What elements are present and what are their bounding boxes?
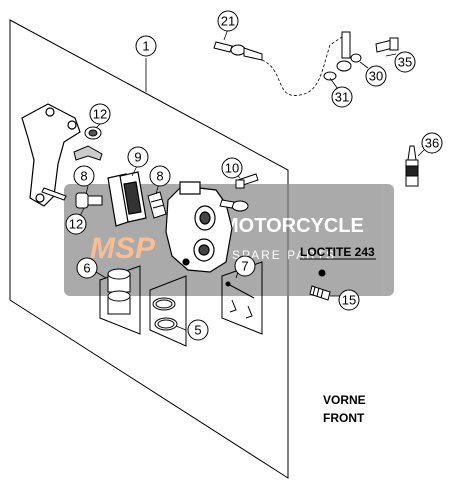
seal-kit bbox=[149, 275, 187, 347]
loctite-bottle bbox=[405, 145, 419, 187]
callout-9: 9 bbox=[127, 146, 149, 168]
svg-text:21: 21 bbox=[221, 14, 235, 29]
callout-10: 10 bbox=[221, 157, 243, 179]
brake-line-dashed bbox=[261, 34, 346, 96]
callout-36: 36 bbox=[421, 132, 443, 154]
banjo-bolt-35 bbox=[375, 37, 399, 53]
callout-12-bottom: 12 bbox=[65, 213, 87, 235]
pad-spring-clip bbox=[73, 145, 103, 161]
caliper-body bbox=[165, 181, 233, 273]
front-label-en: FRONT bbox=[323, 411, 365, 425]
svg-text:7: 7 bbox=[241, 259, 248, 274]
bleed-valve bbox=[235, 173, 259, 189]
front-label-de: VORNE bbox=[323, 393, 366, 407]
loctite-label: LOCTITE 243 bbox=[300, 245, 375, 259]
watermark-logo: MSP bbox=[90, 232, 156, 265]
svg-text:12: 12 bbox=[69, 217, 83, 232]
guide-pin bbox=[75, 192, 103, 209]
watermark-main: MOTORCYCLE bbox=[222, 215, 364, 237]
callout-8-right: 8 bbox=[149, 165, 171, 187]
svg-text:10: 10 bbox=[225, 161, 239, 176]
mounting-bolt bbox=[309, 269, 331, 301]
callout-35: 35 bbox=[394, 51, 416, 73]
callout-7: 7 bbox=[234, 255, 256, 277]
svg-text:15: 15 bbox=[342, 293, 356, 308]
callout-1: 1 bbox=[135, 35, 157, 57]
svg-text:9: 9 bbox=[134, 150, 141, 165]
callout-6: 6 bbox=[76, 257, 98, 279]
callout-31: 31 bbox=[331, 86, 353, 108]
svg-text:12: 12 bbox=[93, 107, 107, 122]
callout-30: 30 bbox=[365, 65, 387, 87]
svg-text:30: 30 bbox=[369, 69, 383, 84]
banjo-fitting bbox=[219, 199, 249, 212]
svg-text:8: 8 bbox=[156, 169, 163, 184]
callout-21: 21 bbox=[217, 10, 239, 32]
svg-text:36: 36 bbox=[425, 136, 439, 151]
callout-5: 5 bbox=[187, 319, 209, 341]
svg-text:8: 8 bbox=[80, 169, 87, 184]
washer-30 bbox=[350, 53, 362, 63]
brake-hose bbox=[213, 41, 263, 61]
bracket-bolt bbox=[41, 187, 67, 201]
rubber-boot-top bbox=[84, 126, 102, 140]
hose-end-fitting bbox=[323, 31, 352, 81]
pistons-kit bbox=[99, 265, 141, 335]
svg-text:1: 1 bbox=[142, 39, 149, 54]
svg-text:35: 35 bbox=[398, 55, 412, 70]
svg-text:5: 5 bbox=[194, 323, 201, 338]
caliper-assembly-panel bbox=[9, 19, 289, 479]
callout-12-top: 12 bbox=[89, 103, 111, 125]
callout-15: 15 bbox=[338, 289, 360, 311]
svg-text:6: 6 bbox=[83, 261, 90, 276]
caliper-bracket bbox=[21, 103, 81, 207]
callout-8-left: 8 bbox=[73, 165, 95, 187]
brake-pads bbox=[107, 171, 147, 227]
svg-text:31: 31 bbox=[335, 90, 349, 105]
